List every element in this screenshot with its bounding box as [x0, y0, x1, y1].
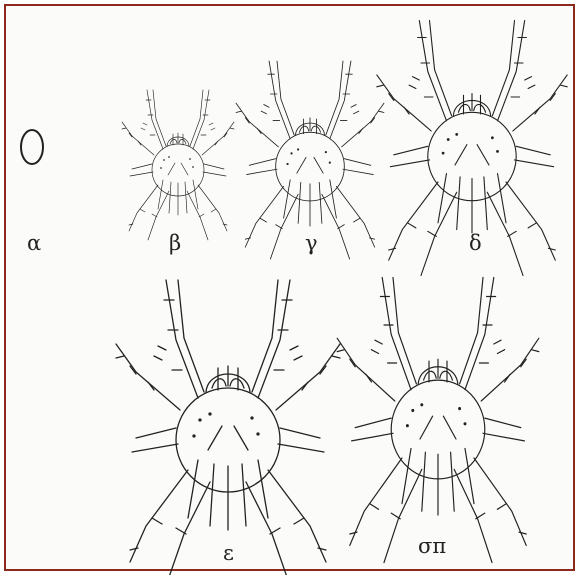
adult-large-drawing: [116, 280, 340, 575]
panel-label-epsilon: ε: [223, 543, 234, 564]
panel-label-delta: δ: [469, 233, 482, 254]
nymph-small-drawing: [236, 61, 384, 259]
egg-drawing: [21, 130, 43, 164]
panel-label-beta: β: [169, 233, 181, 254]
panel-label-gamma: γ: [305, 233, 318, 254]
larva-drawing: [122, 90, 234, 240]
adult-slender-drawing: [337, 278, 539, 563]
panel-label-alpha: α: [27, 233, 41, 254]
panel-label-sigmapi: σπ: [418, 536, 446, 557]
